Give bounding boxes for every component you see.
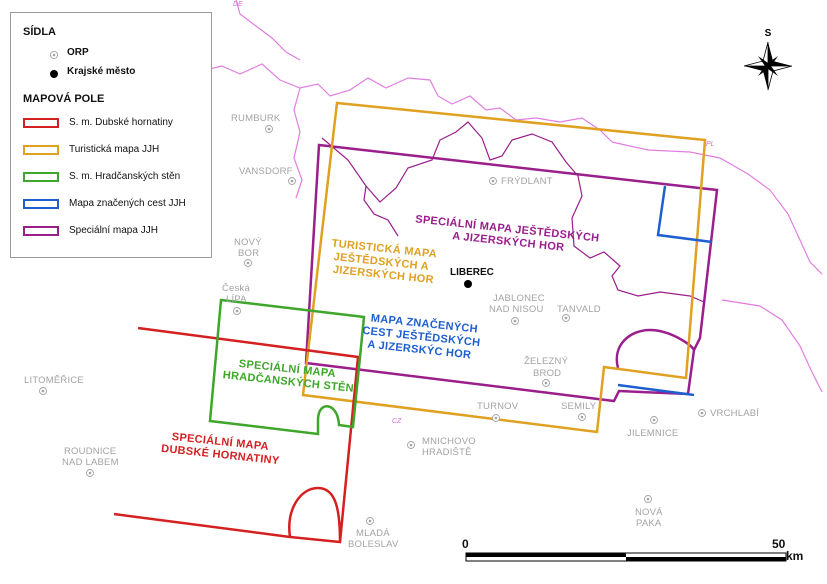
town-labels: RUMBURK VANSDORF FRÝDLANT NOVÝ BOR Česká… (24, 113, 759, 550)
legend-item-label: S. m. Dubské hornatiny (69, 117, 173, 128)
town-mnichovo-1: MNICHOVO (422, 436, 476, 447)
legend-item-label: Mapa značených cest JJH (69, 198, 186, 209)
frame-znacene-top (656, 185, 713, 244)
scale-unit-label: km (786, 549, 804, 563)
legend-krajske-label: Krajské město (67, 66, 136, 77)
town-litomerice: LITOMĚŘICE (24, 375, 84, 386)
compass-label: S (765, 28, 772, 39)
legend-panel: SÍDLA ORP Krajské město MAPOVÁ POLE S. m… (10, 12, 212, 258)
town-zelezny-brod-1: ŽELEZNÝ (524, 356, 569, 367)
orp-symbols (39, 125, 706, 525)
area-label-znacene: MAPA ZNAČENÝCH CEST JEŠTĚDSKÝCH A JIZERS… (362, 311, 481, 361)
legend-item-label: Speciální mapa JJH (69, 225, 158, 236)
area-label-turisticka: TURISTICKÁ MAPA JEŠTĚDSKÝCH A JIZERSKÝCH… (331, 237, 438, 287)
state-borders (204, 0, 823, 393)
scale-end-label: 50 (772, 537, 786, 551)
town-liberec: LIBEREC (450, 267, 494, 278)
town-mlada-2: BOLESLAV (348, 539, 399, 550)
legend-mapova-pole-title: MAPOVÁ POLE (23, 93, 105, 105)
town-mnichovo-2: HRADIŠTĚ (422, 447, 472, 458)
town-nova-paka-1: NOVÁ (635, 507, 663, 518)
legend-orp-row: ORP (11, 45, 211, 63)
scale-bar (465, 552, 787, 562)
town-rumburk: RUMBURK (231, 113, 281, 124)
town-ceska-lipa-2: LÍPA (226, 294, 247, 305)
legend-krajske-row: Krajské město (11, 64, 211, 82)
area-label-hradcany: SPECIÁLNÍ MAPA HRADČANSKÝCH STĚN (222, 357, 354, 395)
legend-item-hradcany: S. m. Hradčanských stěn (11, 170, 211, 188)
border-label-cz: CZ (392, 418, 402, 425)
north-arrow-icon (743, 41, 793, 91)
legend-orp-label: ORP (67, 47, 89, 58)
liberec-marker (464, 280, 472, 288)
frame-hradcany (208, 298, 366, 436)
legend-item-specialni-jjh: Speciální mapa JJH (11, 224, 211, 242)
frame-turisticka (301, 101, 707, 434)
area-label-dubske: SPECIÁLNÍ MAPA DUBSKÉ HORNATINY (161, 430, 281, 467)
frame-dubske (113, 326, 360, 544)
town-nova-paka-2: PAKA (636, 518, 662, 529)
town-ceska-lipa-1: Česká (222, 283, 250, 294)
legend-item-dubske: S. m. Dubské hornatiny (11, 116, 211, 134)
town-roudnice-1: ROUDNICE (64, 446, 116, 457)
town-vrchlabi: VRCHLABÍ (710, 408, 759, 419)
town-jablonec-2: NAD NISOU (489, 304, 544, 315)
legend-item-label: S. m. Hradčanských stěn (69, 171, 181, 182)
frame-specialni-jjh-arc (615, 328, 696, 369)
town-novy-bor-1: NOVÝ (234, 237, 262, 248)
border-label-pl: PL (706, 141, 715, 148)
town-turnov: TURNOV (477, 401, 519, 412)
town-mlada-1: MLADÁ (356, 528, 390, 539)
frame-znacene-bottom (617, 383, 695, 397)
region-lines (321, 121, 705, 303)
krajske-mesto-icon (50, 70, 58, 78)
swatch-specialni-jjh (23, 226, 59, 236)
border-label-de: DE (233, 1, 243, 8)
town-zelezny-brod-2: BROD (533, 368, 561, 379)
legend-item-znacene: Mapa značených cest JJH (11, 197, 211, 215)
town-tanvald: TANVALD (557, 304, 601, 315)
legend-item-turisticka: Turistická mapa JJH (11, 143, 211, 161)
town-jablonec-1: JABLONEC (493, 293, 545, 304)
town-semily: SEMILY (561, 401, 597, 412)
legend-item-label: Turistická mapa JJH (69, 144, 160, 155)
legend-sidla-title: SÍDLA (23, 26, 56, 38)
orp-symbol-icon (49, 50, 59, 60)
town-frydlant: FRÝDLANT (501, 176, 553, 187)
town-jilemnice: JILEMNICE (627, 428, 678, 439)
swatch-hradcany (23, 172, 59, 182)
swatch-dubske (23, 118, 59, 128)
town-vansdorf: VANSDORF (239, 166, 293, 177)
swatch-turisticka (23, 145, 59, 155)
town-roudnice-2: NAD LABEM (62, 457, 119, 468)
scale-start-label: 0 (462, 537, 469, 551)
town-novy-bor-2: BOR (238, 248, 259, 259)
swatch-znacene (23, 199, 59, 209)
